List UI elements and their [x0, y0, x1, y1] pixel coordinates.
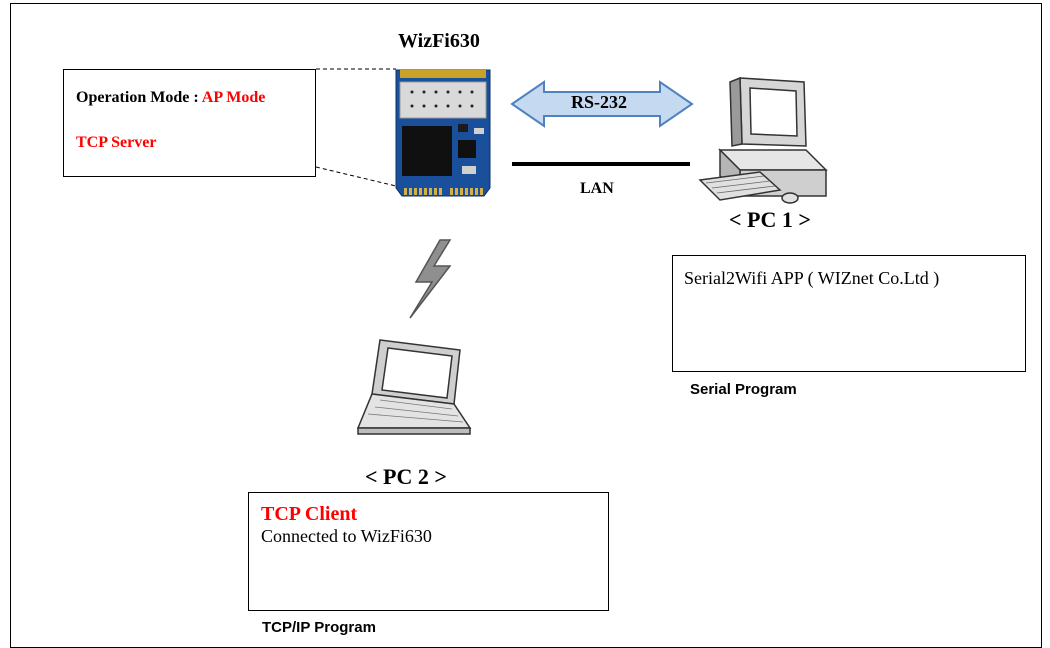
operation-mode-line: Operation Mode : AP Mode — [76, 89, 265, 107]
module-title: WizFi630 — [398, 30, 480, 52]
tcp-program-box: TCP Client Connected to WizFi630 — [248, 492, 609, 611]
tcpip-program-caption: TCP/IP Program — [262, 619, 376, 636]
tcp-connection-status: Connected to WizFi630 — [261, 526, 432, 546]
callout-leader-lines — [315, 68, 397, 187]
module-role: TCP Server — [76, 134, 157, 151]
operation-mode-box: Operation Mode : AP Mode TCP Server — [63, 69, 316, 177]
pc2-label: < PC 2 > — [365, 464, 447, 489]
serial-program-box: Serial2Wifi APP ( WIZnet Co.Ltd ) — [672, 255, 1026, 372]
lightning-bolt-icon — [409, 239, 452, 319]
double-arrow-icon — [510, 80, 694, 128]
lan-label: LAN — [580, 180, 614, 197]
rs232-label: RS-232 — [571, 92, 628, 112]
wifi-module-icon — [395, 69, 491, 197]
operation-mode-value: AP Mode — [201, 89, 266, 106]
desktop-pc-icon — [698, 76, 828, 204]
serial-app-text: Serial2Wifi APP ( WIZnet Co.Ltd ) — [684, 268, 940, 288]
operation-mode-label: Operation Mode : — [76, 89, 202, 106]
tcp-client-role: TCP Client — [261, 503, 358, 525]
pc1-label: < PC 1 > — [729, 207, 811, 232]
laptop-icon — [356, 339, 472, 435]
serial-program-caption: Serial Program — [690, 381, 797, 398]
